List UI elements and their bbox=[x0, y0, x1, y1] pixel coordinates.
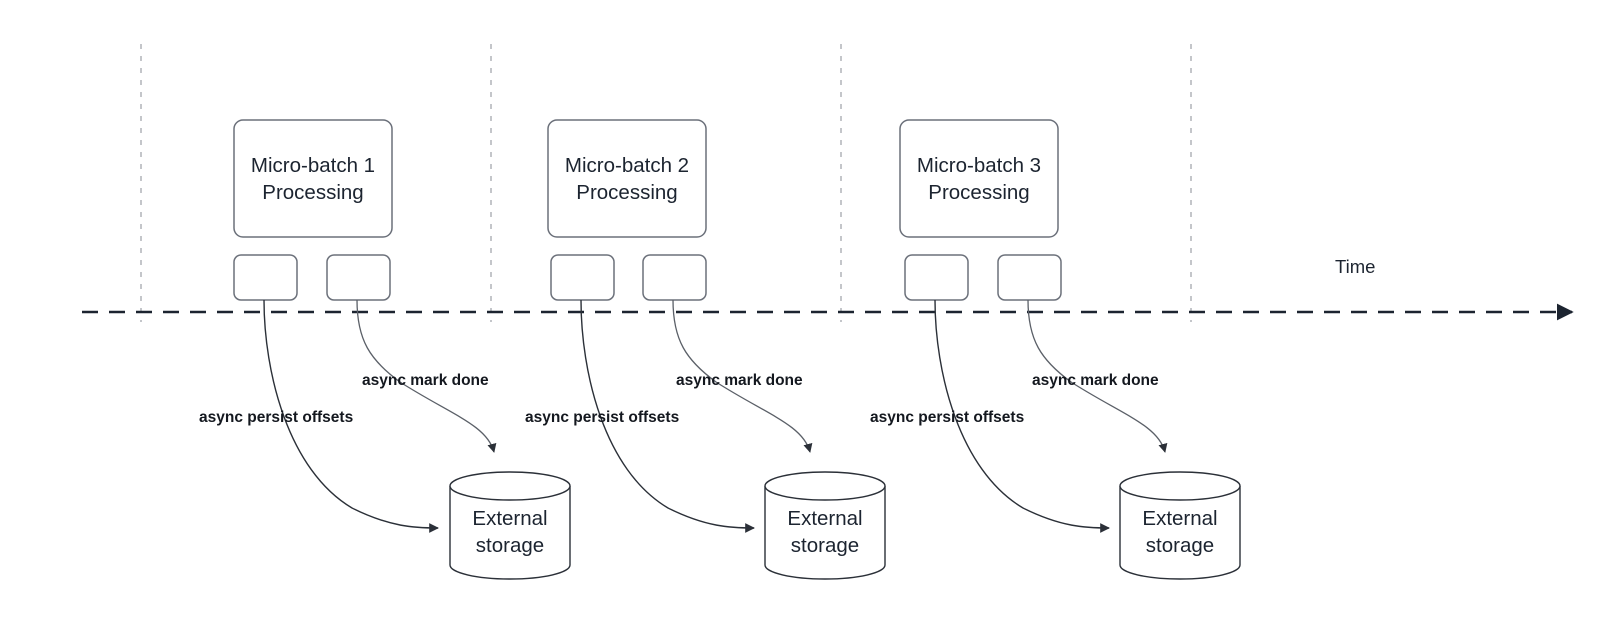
micro-batch-1-mark-done-connector bbox=[356, 299, 497, 453]
micro-batch-3-task-box-1[interactable] bbox=[904, 254, 969, 301]
micro-batch-3-group bbox=[899, 119, 1241, 580]
micro-batch-3-persist-connector bbox=[934, 299, 1110, 533]
micro-batch-1-task-box-1[interactable] bbox=[233, 254, 298, 301]
micro-batch-2-external-storage-cylinder[interactable] bbox=[764, 471, 886, 580]
micro-batch-2-group bbox=[547, 119, 886, 580]
micro-batch-1-external-storage-cylinder[interactable] bbox=[449, 471, 571, 580]
micro-batch-1-persist-connector bbox=[263, 299, 439, 533]
micro-batch-1-mark-done-label: async mark done bbox=[362, 372, 489, 389]
micro-batch-1-persist-label: async persist offsets bbox=[199, 409, 354, 426]
micro-batch-2-task-box-1[interactable] bbox=[550, 254, 615, 301]
micro-batch-2-persist-label: async persist offsets bbox=[525, 409, 680, 426]
micro-batch-2-box[interactable] bbox=[547, 119, 707, 238]
time-axis-label: Time bbox=[1335, 256, 1376, 277]
timeline-boundary-ticks bbox=[140, 44, 1192, 322]
micro-batch-3-mark-done-connector bbox=[1027, 299, 1168, 453]
micro-batch-3-persist-label: async persist offsets bbox=[870, 409, 1025, 426]
micro-batch-3-box[interactable] bbox=[899, 119, 1059, 238]
micro-batch-2-mark-done-label: async mark done bbox=[676, 372, 803, 389]
micro-batch-1-box[interactable] bbox=[233, 119, 393, 238]
micro-batch-3-external-storage-cylinder[interactable] bbox=[1119, 471, 1241, 580]
micro-batch-3-mark-done-label: async mark done bbox=[1032, 372, 1159, 389]
micro-batch-2-mark-done-connector bbox=[672, 299, 813, 453]
micro-batch-2-persist-connector bbox=[580, 299, 755, 533]
micro-batch-2-task-box-2[interactable] bbox=[642, 254, 707, 301]
micro-batch-1-task-box-2[interactable] bbox=[326, 254, 391, 301]
micro-batch-3-task-box-2[interactable] bbox=[997, 254, 1062, 301]
micro-batch-1-group bbox=[233, 119, 571, 580]
